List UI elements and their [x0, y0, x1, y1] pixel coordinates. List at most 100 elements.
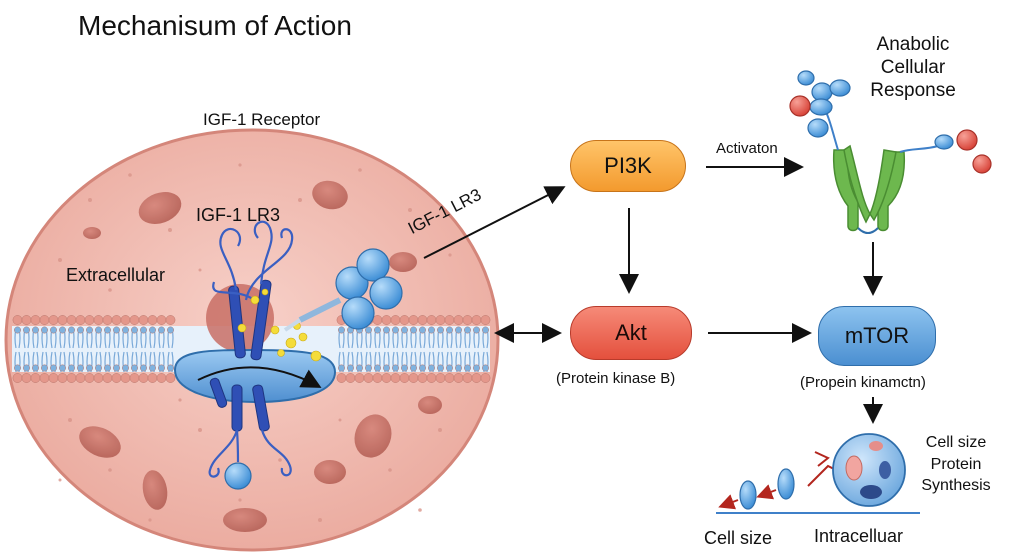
lipid-head [417, 373, 428, 383]
lipid-head [455, 364, 462, 372]
lipid-head [104, 364, 111, 372]
nucleus [832, 433, 906, 507]
lipid-head [356, 364, 363, 372]
lipid-head [120, 315, 131, 325]
lipid-head [471, 315, 482, 325]
lipid-head [408, 373, 419, 383]
lipid-head [165, 373, 176, 383]
lipid-head [408, 315, 419, 325]
lipid-head [462, 373, 473, 383]
lipid-head [374, 364, 381, 372]
lipid-head [156, 373, 167, 383]
anabolic-protein [789, 70, 992, 234]
lipid-head [86, 326, 93, 334]
lipid-head [39, 315, 50, 325]
activation-label: Activaton [716, 140, 778, 157]
lipid-head [444, 315, 455, 325]
lipid-head [48, 315, 59, 325]
lipid-head [455, 326, 462, 334]
lipid-head [156, 315, 167, 325]
lipid-head [381, 315, 392, 325]
anabolic-line-3: Response [870, 79, 956, 101]
lipid-head [419, 364, 426, 372]
lipid-head [104, 326, 111, 334]
lipid-head [77, 364, 84, 372]
lipid-head [95, 326, 102, 334]
lipid-head [32, 326, 39, 334]
receptor-label: IGF-1 Receptor [203, 110, 321, 129]
anabolic-line-1: Anabolic [876, 34, 950, 55]
lipid-head [147, 315, 158, 325]
lipid-head [77, 326, 84, 334]
lipid-head [102, 315, 113, 325]
lipid-head [446, 326, 453, 334]
lipid-head [113, 326, 120, 334]
lipid-head [473, 364, 480, 372]
akt-note: (Protein kinase B) [556, 370, 676, 387]
lipid-head [338, 326, 345, 334]
lipid-head [374, 326, 381, 334]
lipid-head [399, 373, 410, 383]
lipid-head [12, 315, 23, 325]
lipid-head [365, 326, 372, 334]
lipid-head [39, 373, 50, 383]
lipid-head [435, 315, 446, 325]
lipid-head [21, 373, 32, 383]
lipid-head [167, 326, 174, 334]
lipid-head [345, 373, 356, 383]
lipid-head [372, 373, 383, 383]
lipid-head [140, 326, 147, 334]
lipid-head [129, 315, 140, 325]
lipid-head [444, 373, 455, 383]
lipid-head [30, 373, 41, 383]
lipid-head [390, 373, 401, 383]
lipid-head [401, 364, 408, 372]
lipid-head [437, 326, 444, 334]
lipid-head [473, 326, 480, 334]
lipid-head [158, 364, 165, 372]
outcome-label: Cell size Protein Synthesis [906, 432, 1006, 497]
lipid-head [419, 326, 426, 334]
lipid-head [383, 364, 390, 372]
lipid-head [401, 326, 408, 334]
lipid-head [482, 326, 489, 334]
organelles [79, 180, 442, 532]
mtor-note: (Propein kinamctn) [800, 374, 926, 391]
lipid-head [482, 364, 489, 372]
lipid-head [464, 326, 471, 334]
lipid-head [158, 326, 165, 334]
lipid-head [113, 364, 120, 372]
lipid-head [453, 315, 464, 325]
lipid-head [399, 315, 410, 325]
lipid-head [75, 373, 86, 383]
lipid-head [480, 373, 491, 383]
lipid-head [464, 364, 471, 372]
akt-node: Akt [570, 306, 692, 360]
lipid-head [426, 315, 437, 325]
outcome-line-1: Cell size [925, 434, 987, 451]
lipid-head [149, 364, 156, 372]
lipid-head [84, 373, 95, 383]
lipid-head [21, 315, 32, 325]
intracellular-label: Intracelluar [814, 526, 904, 546]
lipid-head [462, 315, 473, 325]
lipid-head [111, 315, 122, 325]
lipid-head [480, 315, 491, 325]
cell-size-label: Cell size [704, 528, 773, 548]
lipid-head [336, 373, 347, 383]
lipid-head [167, 364, 174, 372]
lipid-head [57, 315, 68, 325]
anabolic-line-2: Cellular [880, 56, 946, 78]
lipid-head [41, 326, 48, 334]
lipid-head [363, 373, 374, 383]
lipid-head [86, 364, 93, 372]
lipid-head [347, 364, 354, 372]
lipid-head [30, 315, 41, 325]
lipid-head [390, 315, 401, 325]
lipid-head [111, 373, 122, 383]
lipid-head [428, 326, 435, 334]
lipid-head [426, 373, 437, 383]
lipid-head [417, 315, 428, 325]
anabolic-response-label: Anabolic Cellular Response [838, 34, 988, 102]
